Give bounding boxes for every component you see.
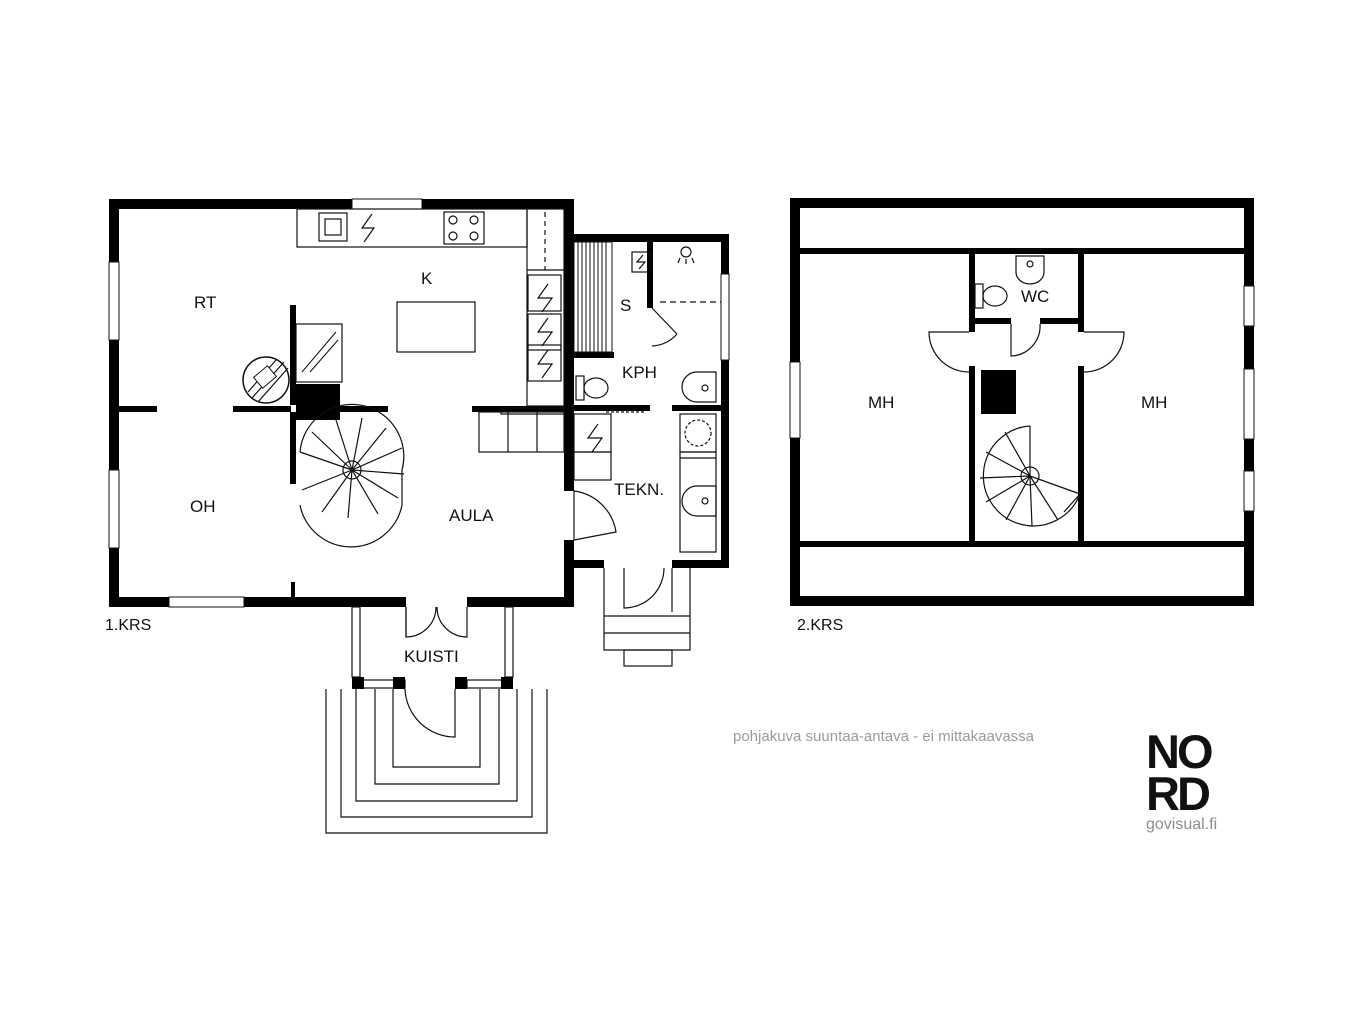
logo-website: govisual.fi [1146,816,1218,833]
logo-word-bottom: RD [1146,767,1211,820]
bathroom-fixtures [573,246,721,553]
scale-disclaimer: pohjakuva suuntaa-antava - ei mittakaava… [733,728,1035,745]
floor-1-doors [405,307,678,638]
room-label-s: S [620,296,631,315]
spiral-stair-floor-2 [979,425,1081,527]
floor-2-fixtures [974,255,1045,309]
floor-1-windows [108,198,730,608]
room-label-mh-right: MH [1141,393,1167,412]
floor-1-interior-walls [119,242,729,597]
kitchen-counters [296,208,565,453]
room-label-rt: RT [194,293,216,312]
floor-1-label: 1.KRS [105,617,151,634]
room-label-mh-left: MH [868,393,894,412]
fireplace [242,323,343,404]
floor-1-plan: RT K OH AULA S KPH TEKN. KUISTI 1.KRS [105,198,730,834]
room-label-oh: OH [190,497,216,516]
sauna-bench [573,241,613,353]
floor-2-windows [789,285,1255,512]
room-label-aula: AULA [449,506,494,525]
porch-door [404,688,456,738]
room-label-wc: WC [1021,287,1049,306]
appliance-symbols [360,213,651,453]
room-label-kuisti: KUISTI [404,647,459,666]
east-entry-stairs [603,568,691,667]
room-label-k: K [421,269,433,288]
floor-2-plan: WC MH MH 2.KRS [789,198,1255,634]
porch-walls [352,677,513,689]
room-label-tekn: TEKN. [614,480,664,499]
floor-1-outer-walls [109,199,729,607]
floor-2-label: 2.KRS [797,617,843,634]
nord-logo: NO RD govisual.fi [1146,725,1246,834]
logo-word-top: NO [1146,725,1214,778]
spiral-stair-floor-1 [299,403,405,548]
floor-2-doors [928,323,1125,373]
front-steps [325,689,548,834]
room-label-kph: KPH [622,363,657,382]
floor-2-interior-walls [800,248,1244,547]
